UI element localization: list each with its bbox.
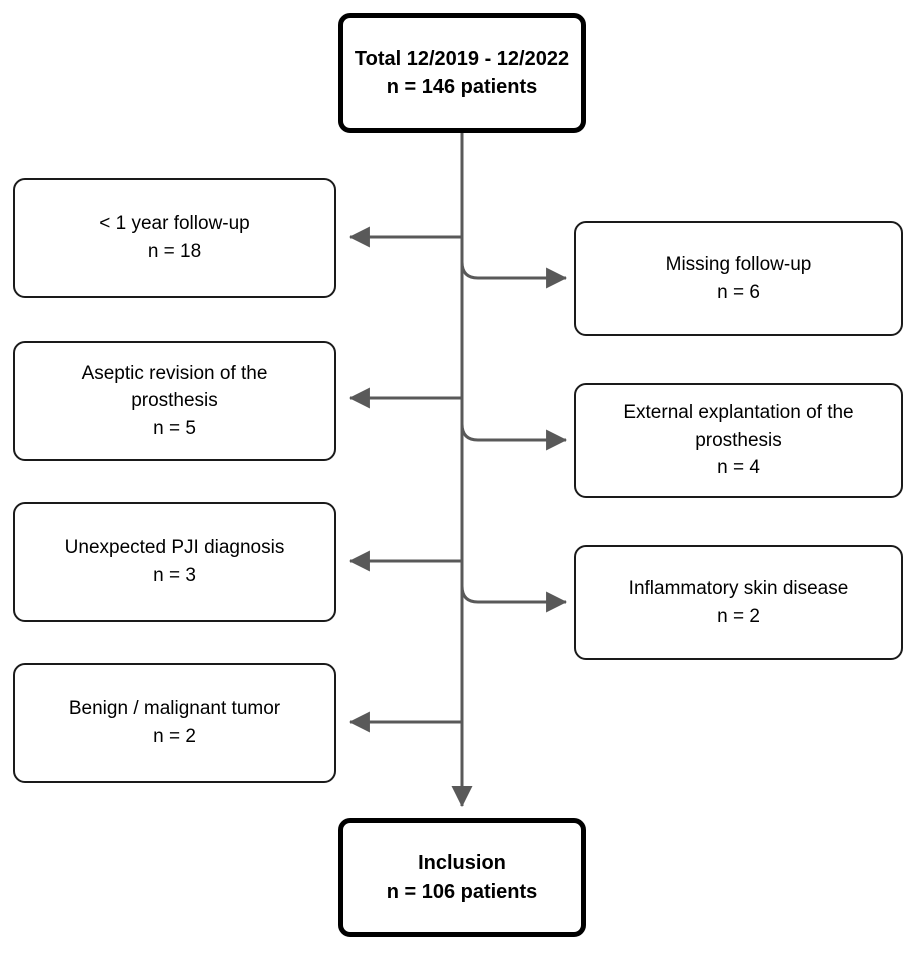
node-exclusion-right-3: Inflammatory skin disease n = 2 <box>574 545 903 660</box>
connector-right-2 <box>460 423 568 451</box>
node-exclusion-left-3: Unexpected PJI diagnosis n = 3 <box>13 502 336 622</box>
node-inclusion: Inclusion n = 106 patients <box>338 818 586 937</box>
node-exclusion-left-1: < 1 year follow-up n = 18 <box>13 178 336 298</box>
node-exclusion-left-4: Benign / malignant tumor n = 2 <box>13 663 336 783</box>
node-total-label: Total 12/2019 - 12/2022 n = 146 patients <box>354 47 570 98</box>
node-total: Total 12/2019 - 12/2022 n = 146 patients <box>338 13 586 133</box>
node-exclusion-left-2: Aseptic revision of the prosthesis n = 5 <box>13 341 336 461</box>
node-exclusion-right-1: Missing follow-up n = 6 <box>574 221 903 336</box>
node-exclusion-left-4-label: Benign / malignant tumor n = 2 <box>68 698 281 747</box>
node-exclusion-left-3-label: Unexpected PJI diagnosis n = 3 <box>64 537 285 586</box>
node-exclusion-right-3-label: Inflammatory skin disease n = 2 <box>628 577 849 627</box>
node-exclusion-right-1-label: Missing follow-up n = 6 <box>665 253 812 303</box>
node-exclusion-right-2: External explantation of the prosthesis … <box>574 383 903 498</box>
connector-right-3 <box>460 585 568 613</box>
node-exclusion-left-1-label: < 1 year follow-up n = 18 <box>99 213 250 262</box>
connector-right-1 <box>460 261 568 289</box>
node-exclusion-left-2-label: Aseptic revision of the prosthesis n = 5 <box>81 362 268 439</box>
node-exclusion-right-2-label: External explantation of the prosthesis … <box>623 402 854 479</box>
node-inclusion-label: Inclusion n = 106 patients <box>386 852 538 903</box>
